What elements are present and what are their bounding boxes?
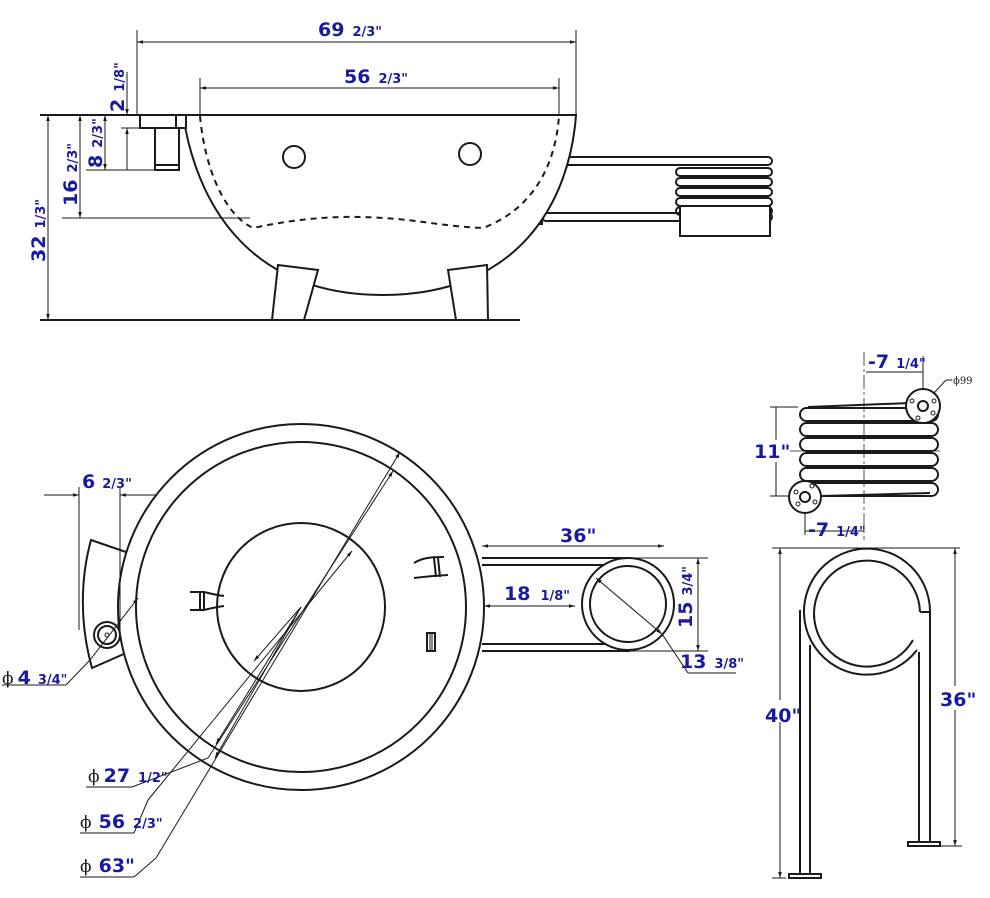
dim-coil-height: 11" <box>754 441 790 463</box>
dim-total-height: 32 1/3" <box>28 199 50 262</box>
flange-diameter-label: ϕ99 <box>953 376 973 387</box>
dim-drain-diameter: ϕ 4 3/4" <box>2 667 67 689</box>
handle-left <box>190 591 225 611</box>
flange-top <box>807 388 941 424</box>
leg-right <box>446 263 490 321</box>
dim-seat-height: 16 2/3" <box>60 143 82 206</box>
dim-drain-offset: 6 2/3" <box>82 471 132 493</box>
dim-rim-height: 2 1/8" <box>107 62 129 112</box>
jet-left <box>282 145 306 169</box>
stand-foot-left <box>788 873 822 879</box>
top-view: 6 2/3" ϕ 4 3/4" 36" 18 1/8" 15 3/4" <box>2 423 744 878</box>
stand-foot-right <box>907 841 941 847</box>
dim-outer-diameter: ϕ 63" <box>80 855 135 877</box>
dim-right-leg-height: 36" <box>940 689 976 711</box>
tub-inner-dashed <box>199 115 560 230</box>
stand-view: 40" 36" <box>765 547 976 879</box>
coil-turn <box>799 422 939 437</box>
coil-turn <box>799 437 939 452</box>
tub-body <box>181 114 578 297</box>
dim-coil-diameter: 13 3/8" <box>680 651 744 673</box>
dim-heater-gap: 18 1/8" <box>504 583 570 605</box>
control-panel <box>426 632 436 652</box>
dim-heater-width: 15 3/4" <box>675 566 697 628</box>
tub-inner <box>135 441 467 773</box>
coil-detail: -7 1/4" -7 1/4" 11" ϕ99 <box>754 351 973 541</box>
dim-tub-diameter: ϕ 56 2/3" <box>80 811 163 833</box>
stand-loop <box>803 547 932 676</box>
leg-left <box>270 263 320 321</box>
dim-step-height: 8 2/3" <box>85 118 107 168</box>
flange-bottom <box>788 480 931 514</box>
coil-turn <box>799 452 939 467</box>
dim-inner-diameter: ϕ 27 1/2" <box>88 765 168 787</box>
dim-left-leg-height: 40" <box>765 705 801 727</box>
dim-tub-inner-width: 56 2/3" <box>344 66 408 88</box>
dim-overall-width: 69 2/3" <box>318 19 382 41</box>
coil-turn <box>799 467 939 482</box>
dim-coil-bottom-offset: -7 1/4" <box>808 519 866 541</box>
jet-right <box>458 142 482 166</box>
side-view: 69 2/3" 56 2/3" 2 1/8" 8 2/3" 16 <box>28 19 773 321</box>
step <box>139 114 187 129</box>
dim-coil-top-offset: -7 1/4" <box>868 351 926 373</box>
dim-heater-length: 36" <box>560 525 596 547</box>
handle-right <box>413 556 449 579</box>
